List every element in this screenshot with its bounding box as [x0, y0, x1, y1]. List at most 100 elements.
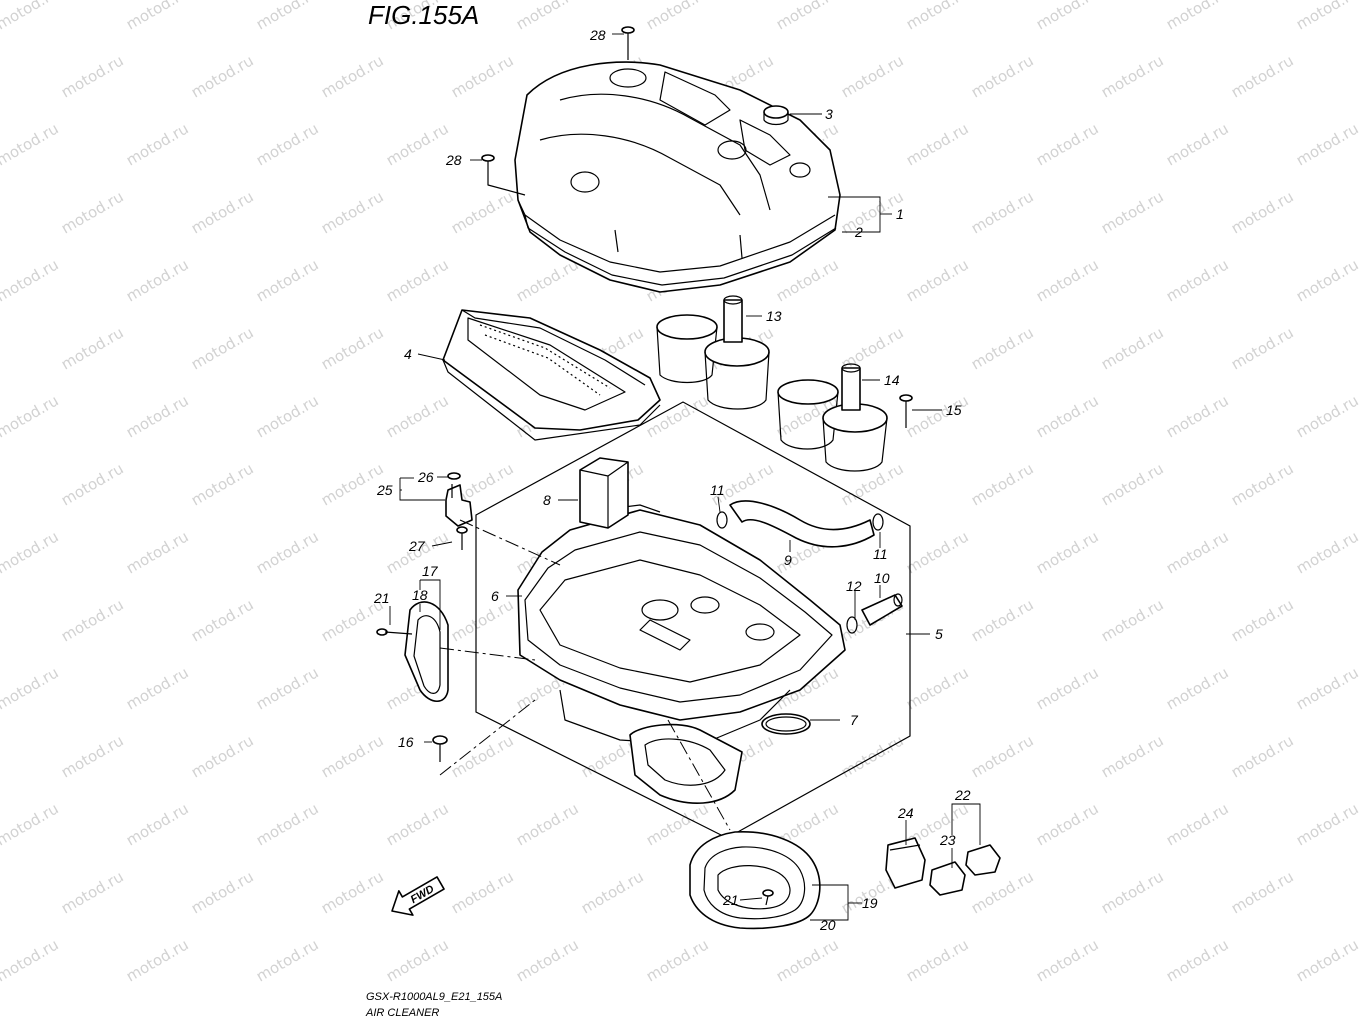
watermark-text: motod.ru	[1033, 799, 1102, 849]
callout-28a: 28	[589, 27, 606, 43]
watermark-text: motod.ru	[123, 935, 192, 985]
watermark-text: motod.ru	[903, 935, 972, 985]
watermark-text: motod.ru	[643, 0, 712, 33]
watermark-text: motod.ru	[0, 663, 62, 713]
callout-11a: 11	[710, 482, 725, 498]
watermark-text: motod.ru	[838, 459, 907, 509]
watermark-text: motod.ru	[58, 731, 127, 781]
watermark-text: motod.ru	[383, 391, 452, 441]
callout-23: 23	[939, 832, 956, 848]
part-drain-hose	[729, 500, 875, 548]
watermark-text: motod.ru	[253, 391, 322, 441]
part-screw-sensor	[456, 526, 468, 550]
watermark-text: motod.ru	[383, 119, 452, 169]
watermark-text: motod.ru	[773, 935, 842, 985]
watermark-text: motod.ru	[383, 799, 452, 849]
watermark-text: motod.ru	[1033, 0, 1102, 33]
callout-26: 26	[417, 469, 434, 485]
callout-1: 1	[896, 206, 904, 222]
forward-direction-arrow: FWD	[391, 876, 445, 916]
part-screw-duct	[376, 628, 413, 636]
watermark-text: motod.ru	[318, 323, 387, 373]
assembly-line	[667, 719, 731, 831]
watermark-text: motod.ru	[253, 0, 322, 33]
watermark-text: motod.ru	[1163, 119, 1232, 169]
callout-13: 13	[766, 308, 782, 324]
assembly-line	[459, 519, 561, 566]
callout-7: 7	[850, 712, 859, 728]
part-connector-b	[965, 844, 1001, 876]
part-screw-funnel	[899, 394, 913, 428]
watermark-text: motod.ru	[448, 595, 517, 645]
callout-14: 14	[884, 372, 900, 388]
callout-21a: 21	[373, 590, 390, 606]
watermark-text: motod.ru	[188, 731, 257, 781]
part-intake-funnel-b	[777, 363, 888, 472]
leader-lines	[389, 33, 981, 921]
watermark-text: motod.ru	[968, 323, 1037, 373]
part-resonator-block	[579, 457, 629, 529]
watermark-text: motod.ru	[513, 935, 582, 985]
watermark-text: motod.ru	[513, 0, 582, 33]
part-screw-lower-duct	[762, 889, 774, 906]
watermark-text: motod.ru	[1163, 663, 1232, 713]
watermark-text: motod.ru	[58, 323, 127, 373]
watermark-text: motod.ru	[1228, 323, 1297, 373]
watermark-text: motod.ru	[968, 731, 1037, 781]
part-bracket	[885, 837, 926, 889]
callout-15: 15	[946, 402, 962, 418]
part-screw-left	[481, 154, 526, 196]
watermark-text: motod.ru	[0, 119, 62, 169]
part-clip	[846, 616, 858, 634]
watermark-text: motod.ru	[123, 0, 192, 33]
watermark-text: motod.ru	[253, 663, 322, 713]
part-snorkel	[629, 723, 743, 804]
part-hose-clamp-b	[872, 513, 884, 531]
watermark-text: motod.ru	[1163, 391, 1232, 441]
watermark-text: motod.ru	[123, 391, 192, 441]
part-connector-a	[929, 861, 966, 896]
part-bolt	[432, 735, 448, 762]
watermark-text: motod.ru	[253, 119, 322, 169]
footer-section-name: AIR CLEANER	[365, 1007, 439, 1019]
watermark-text: motod.ru	[1033, 935, 1102, 985]
watermark-text: motod.ru	[578, 867, 647, 917]
callout-12: 12	[846, 578, 862, 594]
housing-assembly-outline	[475, 401, 911, 839]
watermark-text: motod.ru	[1293, 799, 1362, 849]
watermark-text: motod.ru	[123, 255, 192, 305]
watermark-text: motod.ru	[253, 527, 322, 577]
watermark-text: motod.ru	[383, 935, 452, 985]
part-inlet-duct-a	[404, 601, 449, 703]
callout-4: 4	[404, 346, 412, 362]
assembly-line	[439, 647, 536, 661]
watermark-text: motod.ru	[1293, 527, 1362, 577]
watermark-text: motod.ru	[0, 391, 62, 441]
figure-title: FIG.155A	[368, 0, 479, 30]
watermark-text: motod.ru	[1228, 51, 1297, 101]
callout-5: 5	[935, 626, 943, 642]
watermark-text: motod.ru	[1163, 255, 1232, 305]
callout-labels: 28 3 28 1 2 13 4 14 15 26 25 8 11 9 11 2…	[373, 27, 971, 933]
watermark-text: motod.ru	[188, 323, 257, 373]
watermark-text: motod.ru	[1293, 391, 1362, 441]
callout-25: 25	[376, 482, 393, 498]
watermark-text: motod.ru	[1228, 867, 1297, 917]
callout-11b: 11	[873, 546, 888, 562]
callout-16: 16	[398, 734, 414, 750]
watermark-text: motod.ru	[1098, 187, 1167, 237]
watermark-text: motod.ru	[838, 51, 907, 101]
part-inlet-duct-b	[689, 831, 821, 930]
part-hose-clamp-a	[716, 511, 728, 529]
watermark-text: motod.ru	[1228, 595, 1297, 645]
watermark-text: motod.ru	[318, 51, 387, 101]
part-grommet	[763, 105, 789, 126]
watermark-text: motod.ru	[1163, 527, 1232, 577]
watermark-text: motod.ru	[253, 935, 322, 985]
watermark-text: motod.ru	[188, 51, 257, 101]
callout-22: 22	[954, 787, 971, 803]
watermark-text: motod.ru	[1293, 0, 1362, 33]
watermark-text: motod.ru	[188, 595, 257, 645]
